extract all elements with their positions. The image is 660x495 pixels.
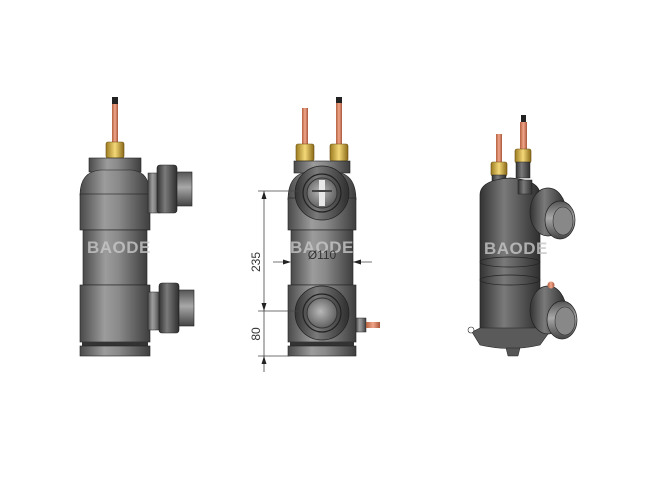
- dimension-height-upper: 235: [249, 252, 263, 272]
- pipe-cap-icon: [112, 97, 118, 105]
- copper-pipe: [112, 104, 118, 144]
- copper-pipe-right: [336, 103, 342, 146]
- sensor-pipe: [366, 322, 380, 328]
- brass-fitting-right: [329, 143, 349, 162]
- copper-pipe-left: [302, 108, 308, 146]
- isometric-view: BAODE: [467, 115, 578, 357]
- brass-fitting-left: [295, 143, 315, 162]
- copper-pipe-right: [520, 122, 527, 150]
- watermark: BAODE: [484, 239, 548, 258]
- watermark: BAODE: [87, 238, 151, 257]
- side-view: BAODE: [79, 97, 195, 357]
- upper-inlet-pipe: [176, 171, 193, 207]
- brass-fitting: [105, 141, 125, 159]
- watermark: BAODE: [290, 238, 354, 257]
- upper-union-nut: [156, 164, 178, 214]
- lower-union-nut: [158, 282, 180, 334]
- dimension-arrows: [261, 191, 361, 364]
- pipe-cap-icon: [521, 115, 526, 123]
- sensor-fitting: [547, 281, 555, 289]
- brass-fitting-left: [490, 161, 508, 177]
- front-view: BAODE 235 80 Ø110: [249, 97, 380, 372]
- lower-outlet-pipe: [178, 289, 195, 327]
- brass-fitting-right: [514, 148, 532, 164]
- pipe-cap-icon: [336, 97, 342, 104]
- dimension-diameter: Ø110: [308, 248, 337, 262]
- dimension-height-lower: 80: [249, 327, 263, 341]
- copper-pipe-left: [496, 134, 502, 164]
